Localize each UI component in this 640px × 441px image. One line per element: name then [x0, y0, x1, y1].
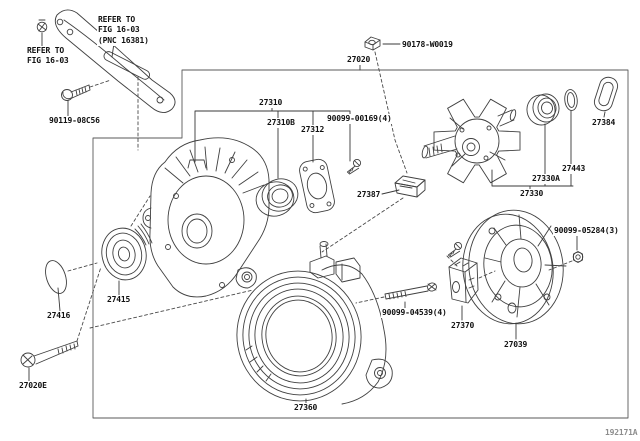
label-27384: 27384 [591, 118, 617, 129]
label-27039: 27039 [503, 340, 529, 351]
label-27330a: 27330A [531, 174, 561, 185]
assembly-dashed-lines [67, 51, 573, 342]
part-mount-bracket-drawing [54, 9, 176, 113]
part-regulator-27370-drawing [448, 257, 479, 304]
label-27370: 27370 [450, 321, 476, 332]
part-cap-27416-drawing [45, 260, 67, 294]
label-27415: 27415 [106, 295, 132, 306]
label-27360: 27360 [293, 403, 319, 414]
label-27312: 27312 [300, 125, 326, 136]
part-screw-90099-00169-a-drawing [346, 158, 362, 175]
part-screw-90099-00169-b-drawing [447, 241, 463, 258]
label-27020e: 27020E [18, 381, 48, 392]
label-90119-08c56: 90119-08C56 [48, 116, 101, 127]
part-seal-27384-drawing [593, 76, 619, 112]
label-27330: 27330 [519, 189, 545, 200]
note-refer-fig-bracket: REFER TO FIG 16-03 (PNC 16381) [97, 15, 150, 47]
assembly-box [92, 69, 629, 419]
part-rotor-27330-drawing [421, 98, 521, 184]
part-ring-27443-drawing [564, 89, 578, 111]
part-bearing-27310b-drawing [255, 178, 299, 217]
label-90178-w0019: 90178-W0019 [401, 40, 454, 51]
note-refer-fig-left: REFER TO FIG 16-03 [26, 46, 70, 67]
part-bolt-90099-04539-drawing [384, 282, 437, 300]
label-90099-05284: 90099-05284(3) [553, 226, 620, 237]
part-pulley-27415-drawing [101, 223, 153, 281]
drawing-code: 192171A [605, 428, 638, 437]
part-bearing-27330a-drawing [526, 93, 560, 126]
part-brush-27387-drawing [394, 175, 426, 198]
part-nut-90099-05284-drawing [572, 251, 584, 263]
part-frame-27310-drawing [142, 137, 270, 298]
part-bolt-27020e-drawing [20, 340, 79, 368]
part-cover-27039-drawing [462, 209, 567, 325]
part-nut-90178-drawing [364, 36, 381, 51]
label-27020: 27020 [346, 55, 372, 66]
label-27443: 27443 [561, 164, 587, 175]
label-27387: 27387 [356, 190, 382, 201]
label-90099-04539: 90099-04539(4) [381, 308, 448, 319]
part-stator-27360-drawing [236, 241, 393, 405]
label-90099-00169: 90099-00169(4) [326, 114, 393, 125]
label-27310: 27310 [258, 98, 284, 109]
label-27310b: 27310B [266, 118, 296, 129]
leader-lines [28, 32, 606, 405]
part-refer-bolt-drawing [36, 19, 48, 33]
part-bolt-90119-drawing [61, 84, 91, 101]
part-retainer-27312-drawing [299, 158, 335, 214]
label-27416: 27416 [46, 311, 72, 322]
